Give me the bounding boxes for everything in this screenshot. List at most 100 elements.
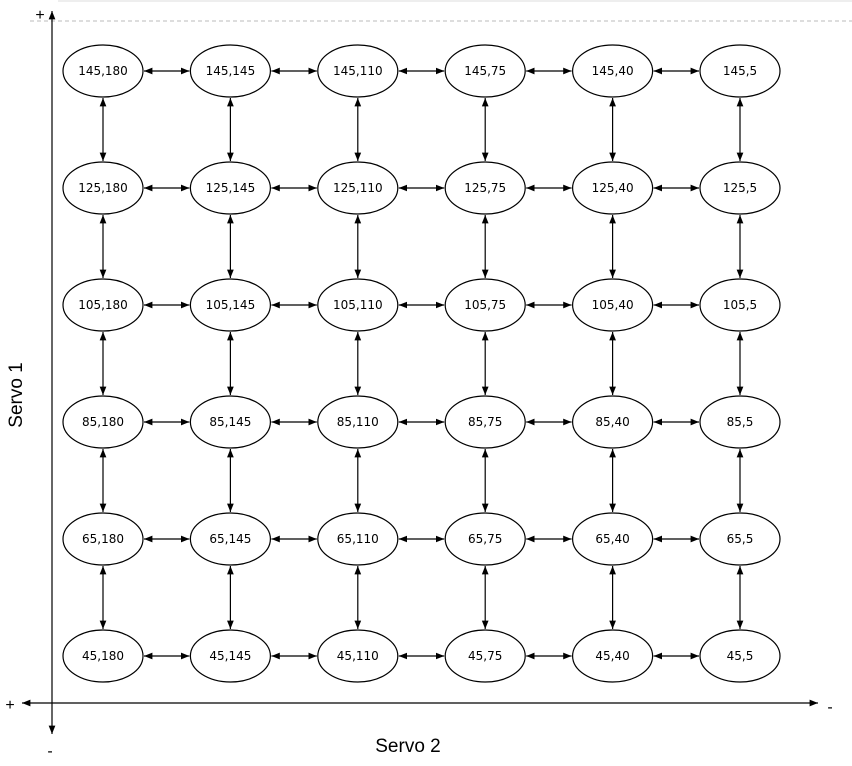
node-ellipse bbox=[699, 161, 781, 215]
grid-node: 85,5 bbox=[699, 395, 781, 449]
grid-node: 65,180 bbox=[62, 512, 144, 566]
node-ellipse bbox=[189, 512, 271, 566]
servo2-axis-label: Servo 2 bbox=[375, 736, 440, 757]
node-ellipse bbox=[317, 395, 399, 449]
grid-node: 145,145 bbox=[189, 44, 271, 98]
grid-node: 85,40 bbox=[571, 395, 654, 449]
node-ellipse bbox=[189, 629, 271, 683]
node-label: 125,180 bbox=[78, 181, 128, 195]
grid-node: 65,110 bbox=[317, 512, 399, 566]
node-ellipse bbox=[571, 629, 654, 683]
node-ellipse bbox=[189, 44, 271, 98]
node-label: 65,110 bbox=[337, 532, 379, 546]
node-ellipse bbox=[189, 161, 271, 215]
node-ellipse bbox=[699, 278, 781, 332]
node-ellipse bbox=[571, 512, 654, 566]
grid-node: 145,180 bbox=[62, 44, 144, 98]
node-ellipse bbox=[62, 629, 144, 683]
node-ellipse bbox=[444, 161, 526, 215]
node-ellipse bbox=[444, 512, 526, 566]
node-label: 145,145 bbox=[206, 64, 256, 78]
servo1-axis-label: Servo 1 bbox=[6, 362, 27, 427]
grid-node: 125,180 bbox=[62, 161, 144, 215]
node-label: 145,5 bbox=[723, 64, 757, 78]
node-ellipse bbox=[444, 629, 526, 683]
grid-node: 45,180 bbox=[62, 629, 144, 683]
grid-node: 45,145 bbox=[189, 629, 271, 683]
node-ellipse bbox=[444, 395, 526, 449]
grid-node: 105,180 bbox=[62, 278, 144, 332]
grid-node: 65,145 bbox=[189, 512, 271, 566]
grid-node: 125,110 bbox=[317, 161, 399, 215]
node-label: 125,5 bbox=[723, 181, 757, 195]
node-ellipse bbox=[317, 278, 399, 332]
edge-group bbox=[99, 67, 744, 660]
node-label: 105,5 bbox=[723, 298, 757, 312]
grid-node: 85,110 bbox=[317, 395, 399, 449]
node-ellipse bbox=[317, 629, 399, 683]
grid-node: 125,145 bbox=[189, 161, 271, 215]
node-ellipse bbox=[62, 44, 144, 98]
grid-node: 125,75 bbox=[444, 161, 526, 215]
node-label: 85,145 bbox=[209, 415, 251, 429]
node-ellipse bbox=[317, 512, 399, 566]
grid-node: 105,40 bbox=[571, 278, 654, 332]
grid-node: 145,75 bbox=[444, 44, 526, 98]
node-ellipse bbox=[699, 395, 781, 449]
node-label: 85,110 bbox=[337, 415, 379, 429]
node-label: 45,5 bbox=[727, 649, 754, 663]
node-label: 45,180 bbox=[82, 649, 124, 663]
node-ellipse bbox=[571, 161, 654, 215]
node-ellipse bbox=[62, 512, 144, 566]
vertical-top-sign: + bbox=[35, 7, 44, 24]
grid-node: 105,145 bbox=[189, 278, 271, 332]
node-label: 65,5 bbox=[727, 532, 754, 546]
node-label: 65,180 bbox=[82, 532, 124, 546]
node-label: 45,75 bbox=[468, 649, 502, 663]
node-label: 65,145 bbox=[209, 532, 251, 546]
horizontal-right-sign: - bbox=[827, 699, 832, 716]
node-ellipse bbox=[62, 395, 144, 449]
node-label: 85,40 bbox=[595, 415, 629, 429]
grid-node: 85,145 bbox=[189, 395, 271, 449]
node-ellipse bbox=[189, 278, 271, 332]
node-ellipse bbox=[571, 278, 654, 332]
horizontal-left-sign: + bbox=[5, 697, 14, 714]
node-ellipse bbox=[317, 44, 399, 98]
grid-node: 125,5 bbox=[699, 161, 781, 215]
node-label: 125,110 bbox=[333, 181, 383, 195]
node-group: 145,180 145,145 145,110 145,75 145,40 145,5 12… bbox=[62, 44, 781, 683]
node-ellipse bbox=[699, 512, 781, 566]
node-label: 45,40 bbox=[595, 649, 629, 663]
node-label: 125,145 bbox=[206, 181, 256, 195]
node-ellipse bbox=[571, 395, 654, 449]
node-ellipse bbox=[699, 44, 781, 98]
grid-node: 45,40 bbox=[571, 629, 654, 683]
grid-node: 45,75 bbox=[444, 629, 526, 683]
node-label: 85,180 bbox=[82, 415, 124, 429]
node-label: 145,75 bbox=[464, 64, 506, 78]
node-label: 145,40 bbox=[592, 64, 634, 78]
grid-node: 125,40 bbox=[571, 161, 654, 215]
node-ellipse bbox=[444, 278, 526, 332]
node-ellipse bbox=[62, 278, 144, 332]
grid-node: 45,5 bbox=[699, 629, 781, 683]
node-label: 105,180 bbox=[78, 298, 128, 312]
node-label: 85,75 bbox=[468, 415, 502, 429]
grid-node: 105,75 bbox=[444, 278, 526, 332]
grid-node: 65,40 bbox=[571, 512, 654, 566]
grid-node: 145,40 bbox=[571, 44, 654, 98]
grid-node: 145,110 bbox=[317, 44, 399, 98]
node-label: 105,40 bbox=[592, 298, 634, 312]
node-ellipse bbox=[317, 161, 399, 215]
node-ellipse bbox=[189, 395, 271, 449]
grid-node: 65,75 bbox=[444, 512, 526, 566]
node-label: 105,110 bbox=[333, 298, 383, 312]
node-ellipse bbox=[62, 161, 144, 215]
node-ellipse bbox=[444, 44, 526, 98]
node-label: 85,5 bbox=[727, 415, 754, 429]
node-ellipse bbox=[699, 629, 781, 683]
grid-node: 105,110 bbox=[317, 278, 399, 332]
grid-node: 145,5 bbox=[699, 44, 781, 98]
grid-node: 65,5 bbox=[699, 512, 781, 566]
